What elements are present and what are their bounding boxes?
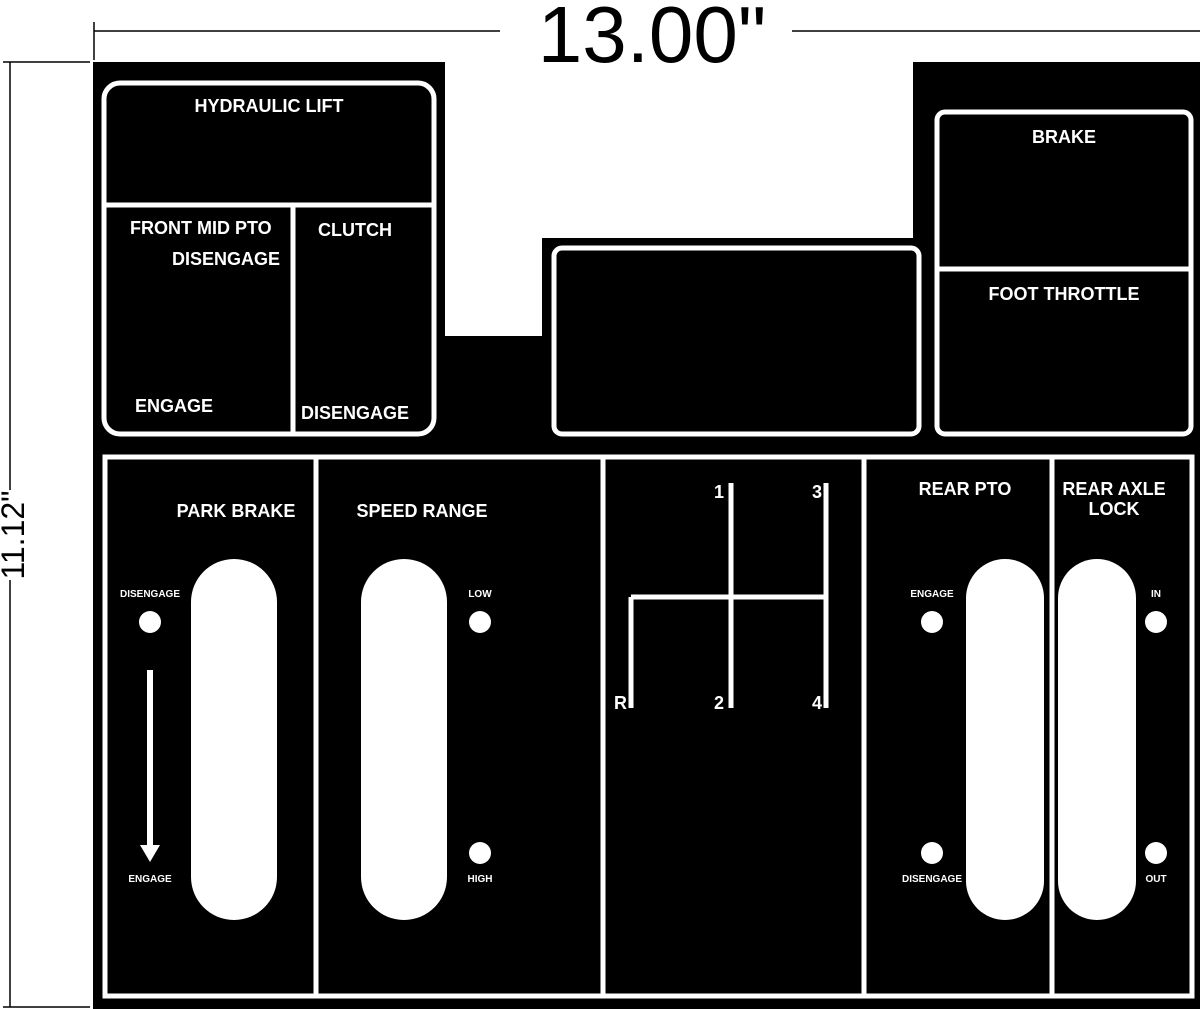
rear-pto-slot [966,559,1044,920]
rear-axle-lock-label-line2: LOCK [1089,499,1140,519]
top-left-control-box [101,80,437,437]
front-mid-pto-label: FRONT MID PTO [130,218,272,238]
top-left-box-outline [101,80,437,437]
rear-pto-label: REAR PTO [919,479,1012,499]
lower-panel-outline [102,454,1195,999]
speed-range-label: SPEED RANGE [356,501,487,521]
rear-axle-lock-out-label: OUT [1145,874,1166,885]
gear-3-label: 3 [812,482,822,502]
park-brake-label: PARK BRAKE [177,501,296,521]
rear-axle-lock-out-indicator [1145,842,1167,864]
park-brake-slot [191,559,277,920]
width-dimension-label: 13.00" [538,0,767,79]
rear-axle-lock-slot [1058,559,1136,920]
rear-axle-lock-in-indicator [1145,611,1167,633]
hydraulic-lift-label: HYDRAULIC LIFT [195,96,344,116]
center-blank-box [551,245,922,437]
rear-pto-engage-label: ENGAGE [910,589,954,600]
clutch-disengage-label: DISENGAGE [301,403,409,423]
front-mid-pto-engage-label: ENGAGE [135,396,213,416]
gear-reverse-label: R [614,693,627,713]
gear-1-label: 1 [714,482,724,502]
speed-range-low-label: LOW [468,589,492,600]
park-brake-disengage-indicator [139,611,161,633]
brake-label: BRAKE [1032,127,1096,147]
rear-axle-lock-label-line1: REAR AXLE [1062,479,1165,499]
width-dimension: 13.00" [93,0,1200,79]
clutch-label: CLUTCH [318,220,392,240]
speed-range-high-label: HIGH [468,874,493,885]
rear-pto-disengage-indicator [921,842,943,864]
rear-pto-disengage-label: DISENGAGE [902,874,962,885]
speed-range-low-indicator [469,611,491,633]
gear-4-label: 4 [812,693,822,713]
height-dimension-label: 11.12" [0,490,31,579]
front-mid-pto-disengage-label: DISENGAGE [172,249,280,269]
lower-control-panel [102,454,1195,999]
rear-pto-engage-indicator [921,611,943,633]
foot-throttle-label: FOOT THROTTLE [989,284,1140,304]
gear-2-label: 2 [714,693,724,713]
park-brake-disengage-label: DISENGAGE [120,589,180,600]
park-brake-arrow-icon [140,670,160,862]
speed-range-slot [361,559,447,920]
speed-range-high-indicator [469,842,491,864]
gear-shift-pattern [628,483,829,708]
top-right-box-outline [934,109,1194,437]
rear-axle-lock-in-label: IN [1151,589,1161,600]
top-right-control-box [934,109,1194,437]
height-dimension: 11.12" [0,61,90,1008]
park-brake-engage-label: ENGAGE [128,874,172,885]
